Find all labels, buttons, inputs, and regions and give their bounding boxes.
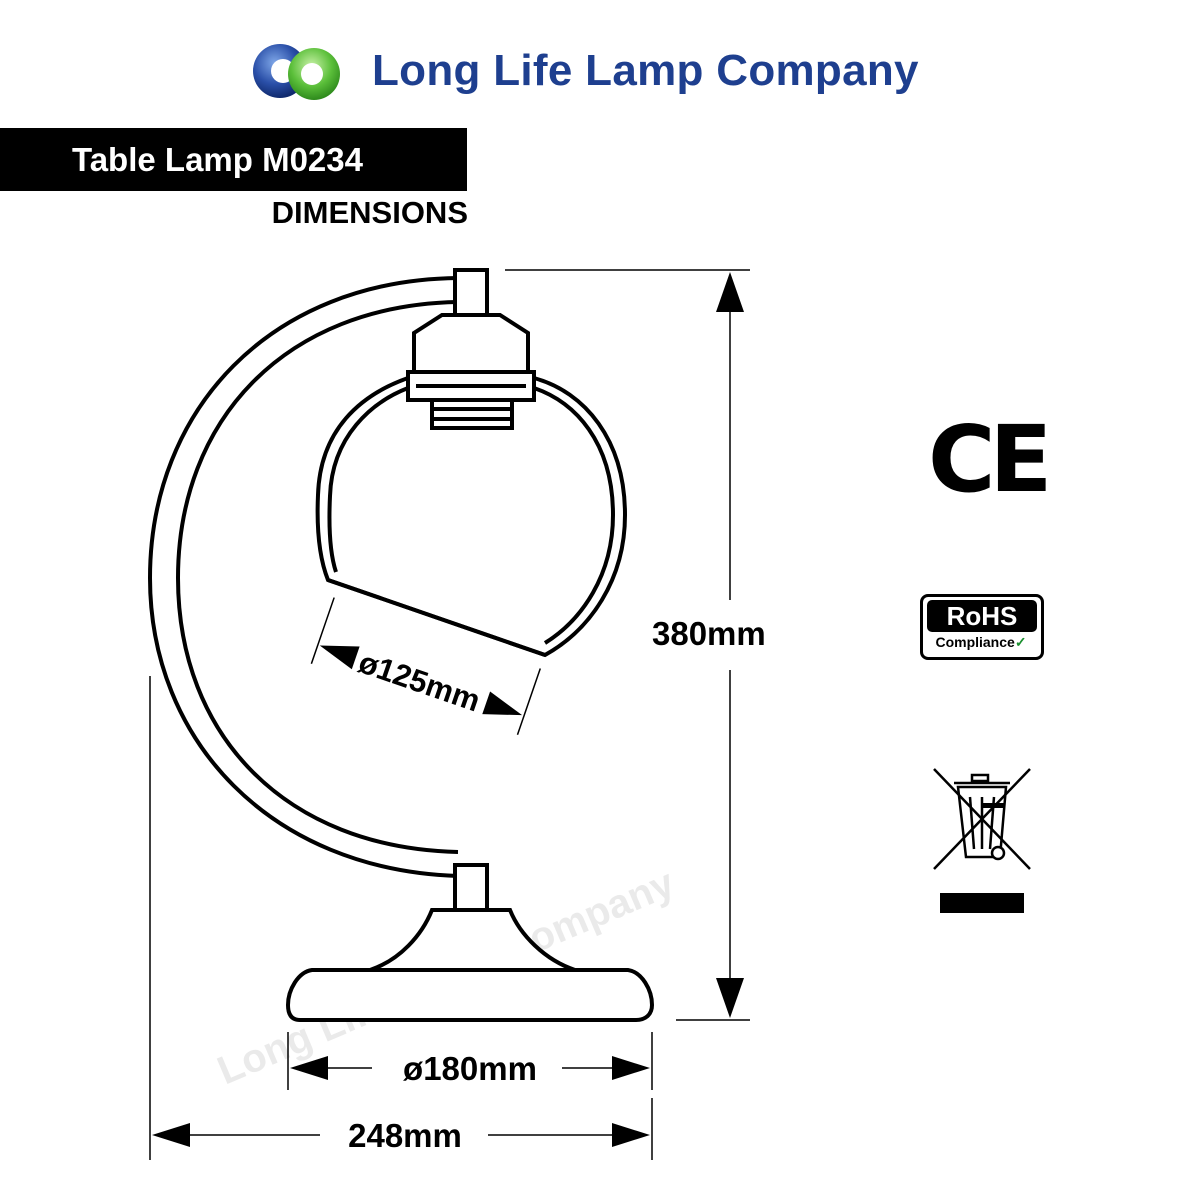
product-title: Table Lamp M0234 — [72, 141, 363, 178]
height-label: 380mm — [652, 615, 766, 652]
section-subtitle: DIMENSIONS — [271, 195, 468, 230]
lamp-socket — [406, 268, 536, 430]
lamp-arm — [147, 276, 459, 878]
width-dimension — [149, 676, 653, 1160]
shade-diameter-dimension: ø125mm — [310, 597, 541, 735]
base-diameter-label: ø180mm — [403, 1050, 537, 1087]
rohs-subtitle-row: Compliance✓ — [923, 634, 1039, 651]
base-diameter-dimension — [287, 1032, 653, 1090]
shade-diameter-label: ø125mm — [354, 644, 484, 718]
header: Long Life Lamp Company — [0, 40, 1200, 110]
product-title-bar: Table Lamp M0234 — [0, 128, 467, 191]
lamp-base — [285, 863, 655, 1022]
rohs-subtitle: Compliance — [935, 634, 1015, 650]
crossed-out-wheelie-bin-icon — [933, 768, 1031, 913]
height-dimension — [505, 269, 750, 1021]
rohs-badge: RoHS Compliance✓ — [920, 594, 1044, 660]
company-logo-icon — [253, 44, 340, 100]
width-label: 248mm — [348, 1117, 462, 1154]
rohs-title: RoHS — [927, 600, 1037, 632]
lamp-shade — [315, 376, 628, 658]
ce-mark: CE — [928, 406, 1052, 513]
company-name: Long Life Lamp Company — [372, 46, 919, 95]
checkmark-icon: ✓ — [1014, 634, 1027, 650]
